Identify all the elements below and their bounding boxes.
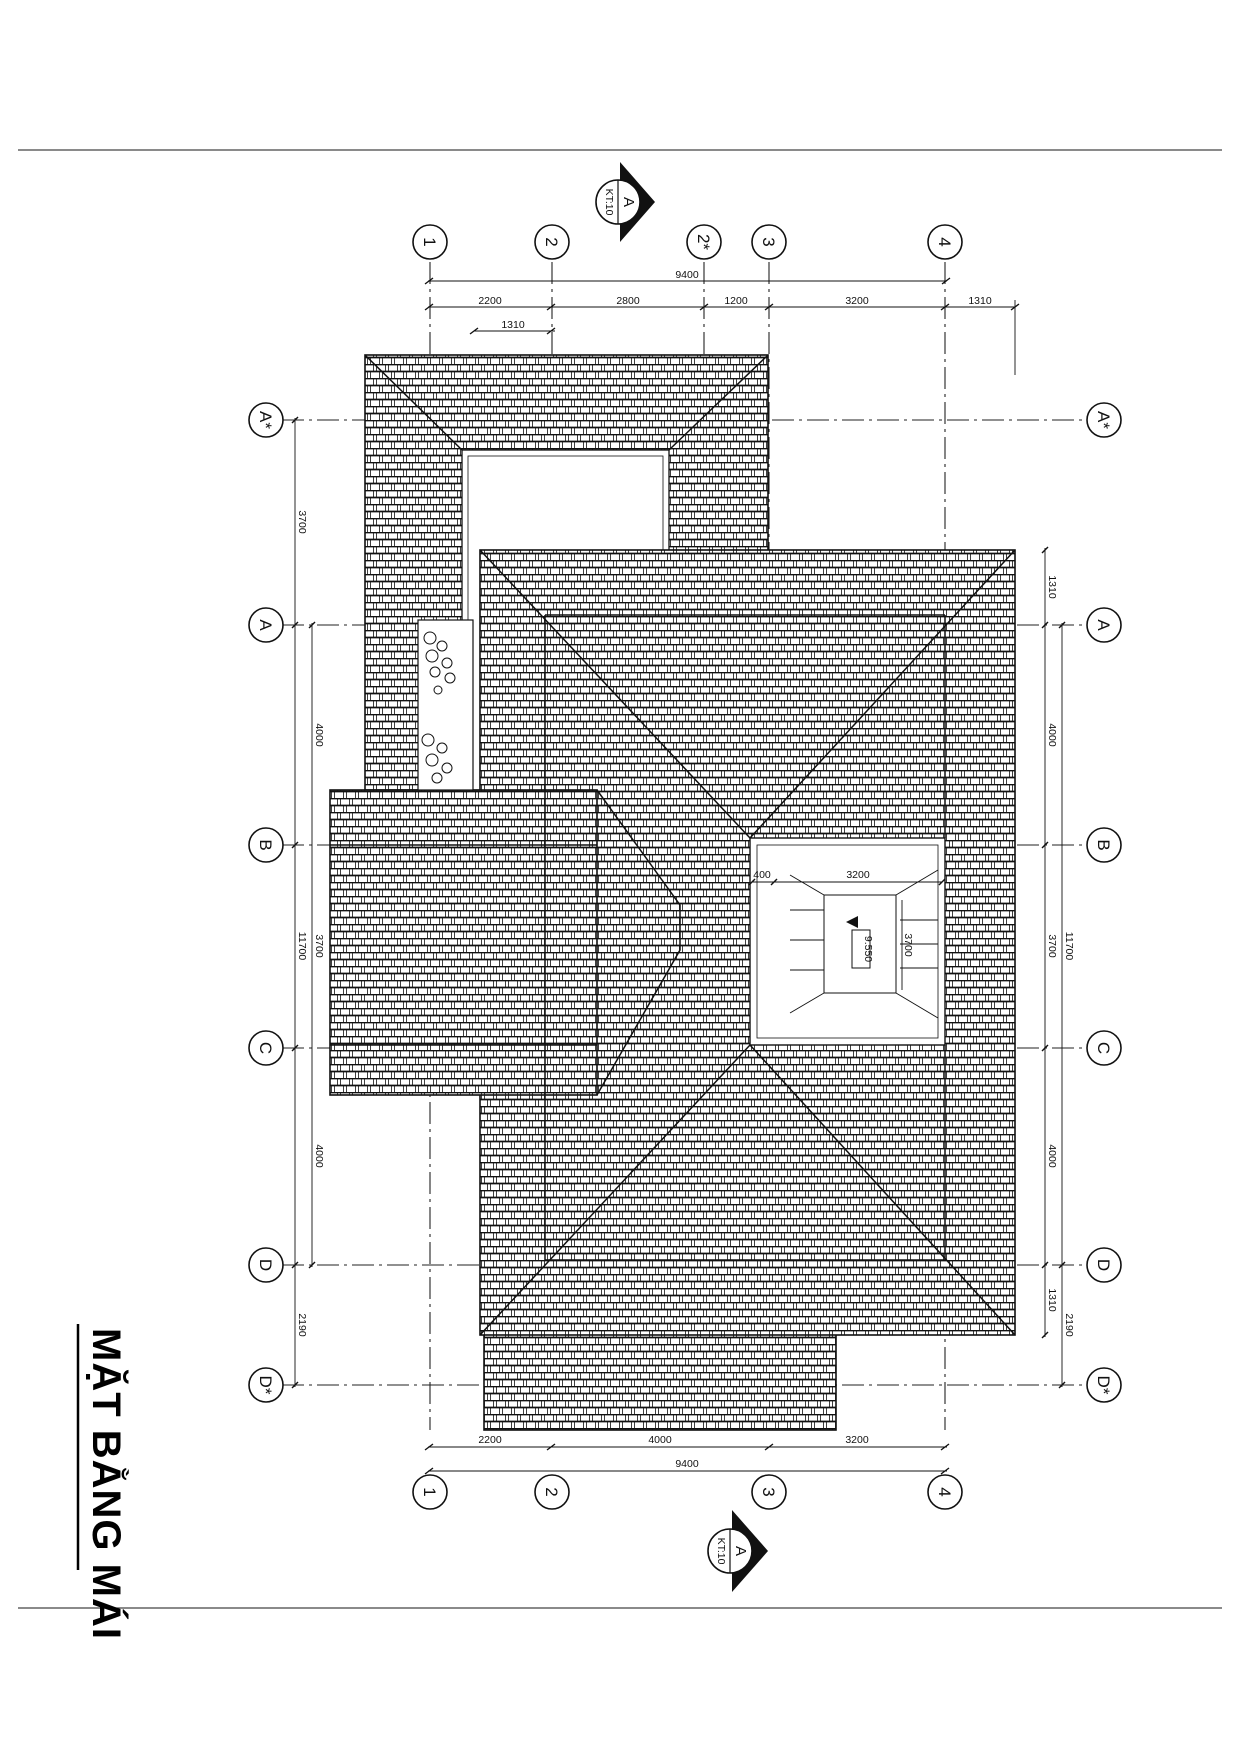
dim-right-seg-1: 1310 [1046, 575, 1058, 599]
dims-right: 1310 4000 3700 4000 1310 2190 11700 [1041, 546, 1075, 1389]
grid-bubble-row-C-right: C [1086, 1030, 1122, 1066]
dim-right-seg-6: 2190 [1063, 1313, 1075, 1337]
grid-bubble-col-1: 1 [412, 224, 448, 260]
dim-left-seg-5: 2190 [296, 1313, 308, 1337]
dims-top: 9400 2200 2800 1200 3200 1310 1310 [424, 269, 1020, 375]
grid-bubble-row-B-right: B [1086, 827, 1122, 863]
grid-bubble-row-Astar: A* [248, 402, 284, 438]
section-top-sheet: KT:10 [603, 189, 615, 216]
dim-left-seg-1: 3700 [296, 510, 308, 534]
grid-bubbles-rows-right: A* A B C D D* [1086, 402, 1122, 1403]
svg-text:C: C [1094, 1042, 1113, 1054]
svg-text:D*: D* [1094, 1376, 1113, 1395]
dim-left-seg-4: 4000 [313, 1144, 325, 1168]
svg-text:D: D [1094, 1259, 1113, 1271]
dim-top-eave: 1310 [501, 319, 525, 331]
dim-top-seg-1: 2200 [478, 295, 502, 307]
grid-bubble-col-2-bottom: 2 [534, 1474, 570, 1510]
dim-top-seg-2: 2800 [616, 295, 640, 307]
dim-right-seg-4: 4000 [1046, 1144, 1058, 1168]
grid-bubble-row-D: D [248, 1247, 284, 1283]
grid-bubbles-columns-bottom: 1 2 3 4 [412, 1474, 963, 1510]
svg-text:2: 2 [542, 1487, 561, 1496]
opening-dims: 400 3200 3700 [748, 869, 946, 990]
grid-bubble-col-4: 4 [927, 224, 963, 260]
section-bottom-letter: A [732, 1546, 749, 1556]
dim-top-seg-4: 3200 [845, 295, 869, 307]
dim-right-seg-5: 1310 [1046, 1288, 1058, 1312]
dim-right-seg-3: 3700 [1046, 934, 1058, 958]
section-marker-bottom: A KT:10 [707, 1510, 768, 1592]
grid-bubble-col-3-bottom: 3 [751, 1474, 787, 1510]
svg-text:1: 1 [420, 1487, 439, 1496]
svg-text:A*: A* [256, 411, 275, 429]
svg-text:2*: 2* [694, 234, 713, 250]
dim-bottom-seg-2: 4000 [648, 1434, 672, 1446]
dim-bottom-overall: 9400 [675, 1458, 699, 1470]
section-bottom-sheet: KT:10 [715, 1538, 727, 1565]
grid-bubble-col-2: 2 [534, 224, 570, 260]
grid-bubble-row-Astar-right: A* [1086, 402, 1122, 438]
grid-bubble-row-Dstar: D* [248, 1367, 284, 1403]
dims-bottom: 2200 4000 3200 9400 [424, 1434, 950, 1475]
dim-right-overall: 11700 [1063, 932, 1075, 961]
svg-text:D*: D* [256, 1376, 275, 1395]
grid-bubbles-columns-top: 1 2 2* 3 4 [412, 224, 963, 260]
svg-text:C: C [256, 1042, 275, 1054]
svg-text:3: 3 [759, 237, 778, 246]
dim-left-overall: 11700 [296, 932, 308, 961]
level-value: 9.550 [862, 936, 874, 962]
grid-bubble-row-A-right: A [1086, 607, 1122, 643]
svg-text:1: 1 [420, 237, 439, 246]
opening-dim-width: 3200 [846, 869, 870, 881]
grid-bubble-col-3: 3 [751, 224, 787, 260]
svg-text:A: A [256, 619, 275, 631]
opening-dim-height: 3700 [902, 933, 914, 957]
svg-text:D: D [256, 1259, 275, 1271]
svg-text:A*: A* [1094, 411, 1113, 429]
section-marker-top: A KT:10 [595, 162, 655, 242]
grid-bubble-col-4-bottom: 4 [927, 1474, 963, 1510]
dim-bottom-seg-1: 2200 [478, 1434, 502, 1446]
grid-bubble-row-Dstar-right: D* [1086, 1367, 1122, 1403]
grid-bubble-row-B: B [248, 827, 284, 863]
svg-text:4: 4 [935, 237, 954, 246]
dim-top-seg-3: 1200 [724, 295, 748, 307]
roof-hips-ridges [330, 354, 1016, 1336]
dim-right-seg-2: 4000 [1046, 723, 1058, 747]
opening-dim-left: 400 [753, 869, 771, 881]
dim-left-seg-3: 3700 [313, 934, 325, 958]
planter-shrubs-icon [421, 631, 456, 784]
grid-bubble-row-C: C [248, 1030, 284, 1066]
grid-bubbles-rows-left: A* A B C D D* [248, 402, 284, 1403]
dim-left-seg-2: 4000 [313, 723, 325, 747]
grid-bubble-row-D-right: D [1086, 1247, 1122, 1283]
section-top-letter: A [620, 197, 637, 207]
svg-text:B: B [1094, 839, 1113, 850]
dim-bottom-seg-3: 3200 [845, 1434, 869, 1446]
grid-bubble-col-2star: 2* [686, 224, 722, 260]
grid-bubble-col-1-bottom: 1 [412, 1474, 448, 1510]
dim-top-overall: 9400 [675, 269, 699, 281]
svg-text:4: 4 [935, 1487, 954, 1496]
svg-text:B: B [256, 839, 275, 850]
roof-tiles [329, 354, 1016, 1431]
level-marker: 9.550 [846, 916, 874, 969]
drawing-title-text: MẶT BẰNG MÁI [84, 1328, 130, 1640]
svg-text:A: A [1094, 619, 1113, 631]
dims-left: 3700 4000 3700 4000 2190 11700 [291, 416, 325, 1389]
dim-top-seg-5: 1310 [968, 295, 992, 307]
grid-bubble-row-A: A [248, 607, 284, 643]
svg-text:2: 2 [542, 237, 561, 246]
svg-text:3: 3 [759, 1487, 778, 1496]
drawing-title: MẶT BẰNG MÁI [76, 1324, 130, 1640]
